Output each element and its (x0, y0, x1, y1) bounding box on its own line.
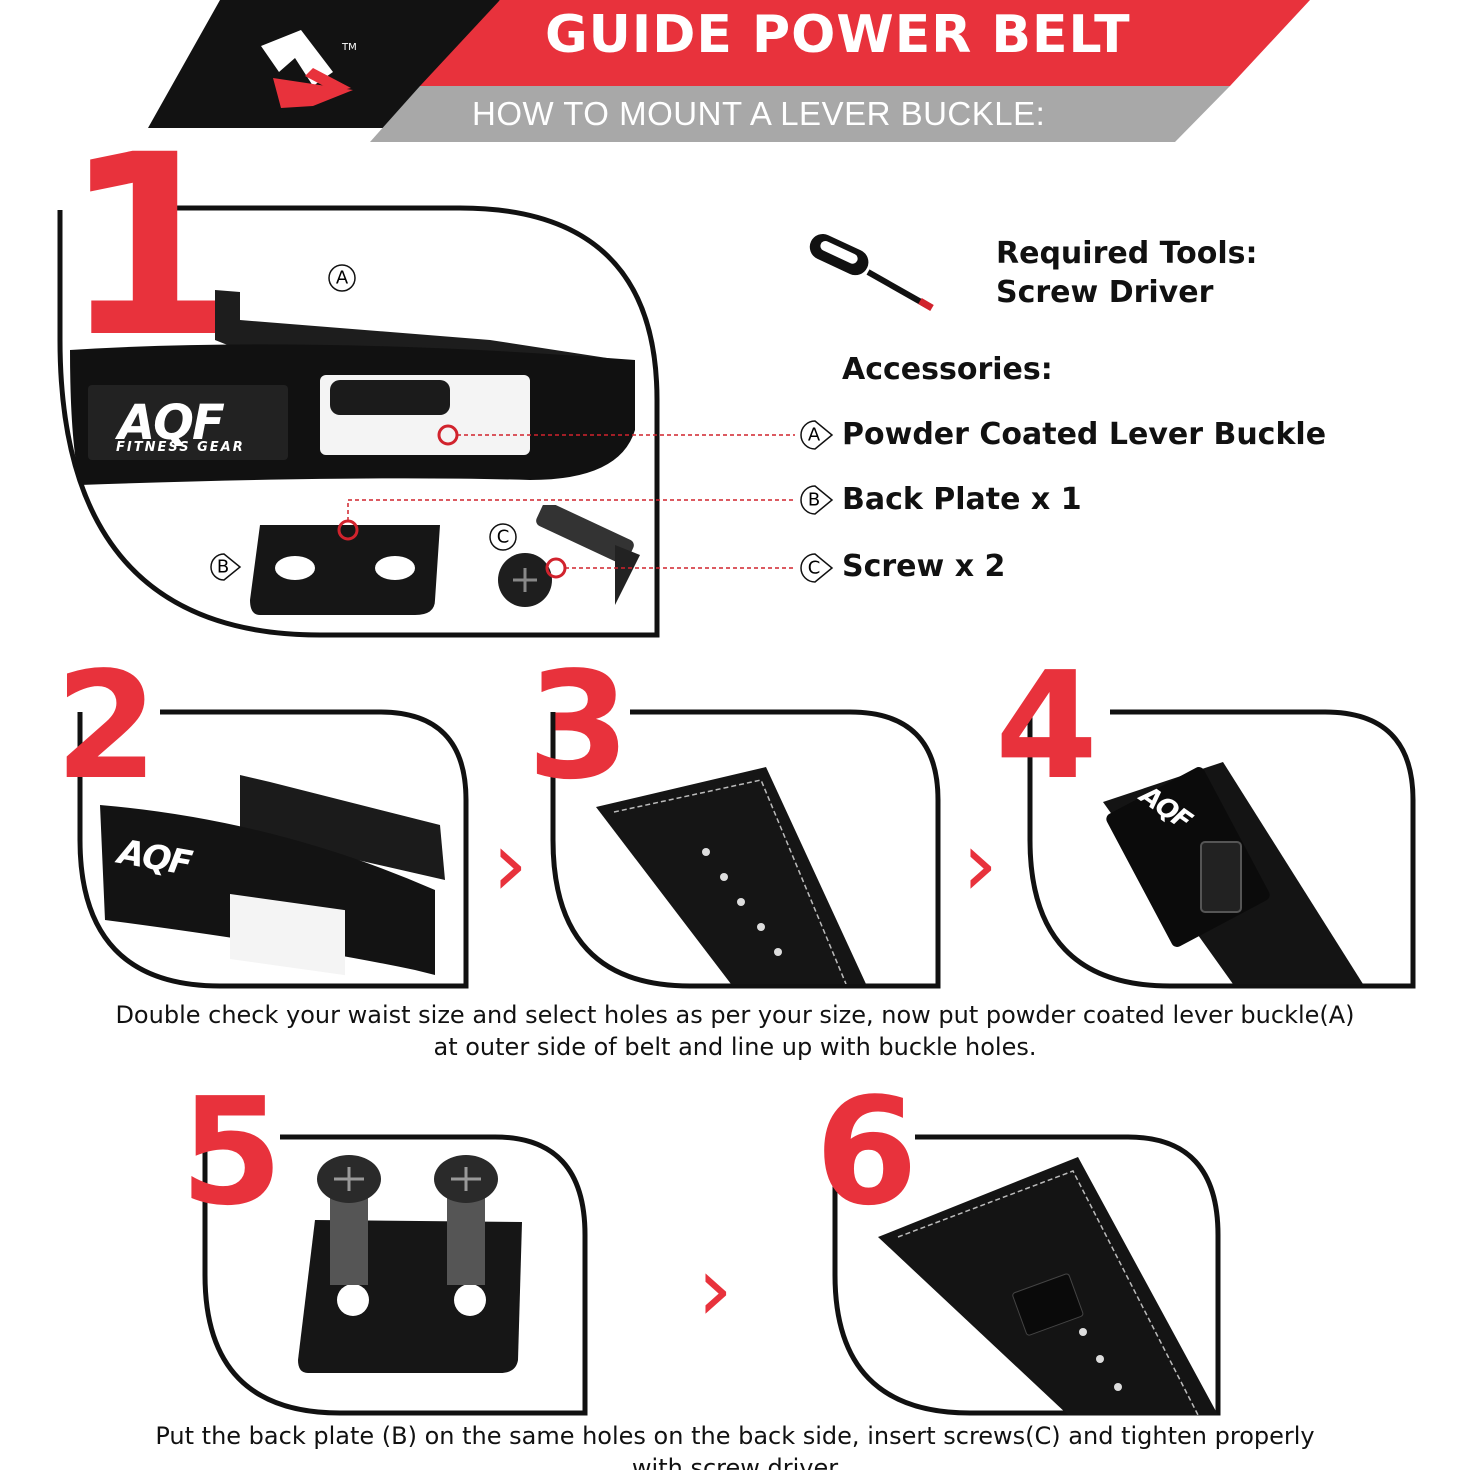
accessory-item-c: Screw x 2 (842, 549, 1006, 584)
svg-text:B: B (217, 557, 229, 578)
step6-number: 6 (815, 1066, 918, 1238)
lever-buckle-image (70, 290, 635, 485)
step2-number: 2 (55, 640, 158, 812)
step5-to-6-arrow-icon: › (697, 1237, 733, 1342)
header-banner (148, 0, 1310, 142)
brand-logo-icon (261, 30, 353, 108)
callout-leaders (337, 424, 795, 579)
svg-text:C: C (808, 558, 821, 579)
svg-text:A: A (336, 268, 349, 289)
page-subtitle: HOW TO MOUNT A LEVER BUCKLE: (472, 95, 1046, 132)
back-plate-image (250, 525, 440, 615)
screwdriver-icon (809, 233, 934, 312)
accessory-tag-a: A (800, 420, 834, 450)
step5-plate-screws-image (298, 1155, 522, 1373)
svg-text:B: B (808, 490, 820, 511)
step2-to-3-arrow-icon: › (492, 812, 528, 917)
steps-56-caption-line2: with screw driver (631, 1454, 839, 1470)
brand-subtext: FITNESS GEAR (116, 440, 245, 455)
logo-trademark: TM (342, 42, 357, 53)
step4-belt-image (1103, 762, 1363, 984)
step5-number: 5 (180, 1066, 283, 1238)
step4-number: 4 (995, 640, 1098, 812)
step6-belt-image (878, 1157, 1218, 1415)
step3-number: 3 (527, 640, 630, 812)
screws-image (498, 505, 640, 607)
accessory-tag-b: B (800, 485, 834, 515)
svg-text:A: A (808, 425, 821, 446)
accessory-tag-c: C (800, 553, 834, 583)
steps-234-caption-line1: Double check your waist size and select … (115, 1001, 1355, 1029)
accessory-item-b: Back Plate x 1 (842, 482, 1082, 517)
step1-number: 1 (62, 101, 236, 392)
required-tools-label: Required Tools: (996, 236, 1258, 271)
callout-tag-a: A (328, 264, 356, 292)
steps-56-caption-line1: Put the back plate (B) on the same holes… (155, 1422, 1315, 1450)
steps-234-caption-line2: at outer side of belt and line up with b… (433, 1033, 1037, 1061)
svg-text:C: C (497, 527, 510, 548)
accessory-item-a: Powder Coated Lever Buckle (842, 417, 1327, 452)
callout-tag-b: B (210, 553, 242, 581)
page-title: GUIDE POWER BELT (545, 5, 1131, 65)
required-tools-value: Screw Driver (996, 275, 1214, 310)
brand-logo-text: AQF (118, 395, 225, 451)
steps-234-panels (77, 709, 1416, 989)
callout-tag-c: C (489, 523, 517, 551)
step3-belt-image (596, 767, 866, 984)
step3-to-4-arrow-icon: › (962, 812, 998, 917)
steps-56-panels (202, 1134, 1221, 1416)
step2-buckle-image (100, 775, 445, 976)
accessories-heading: Accessories: (842, 352, 1053, 387)
